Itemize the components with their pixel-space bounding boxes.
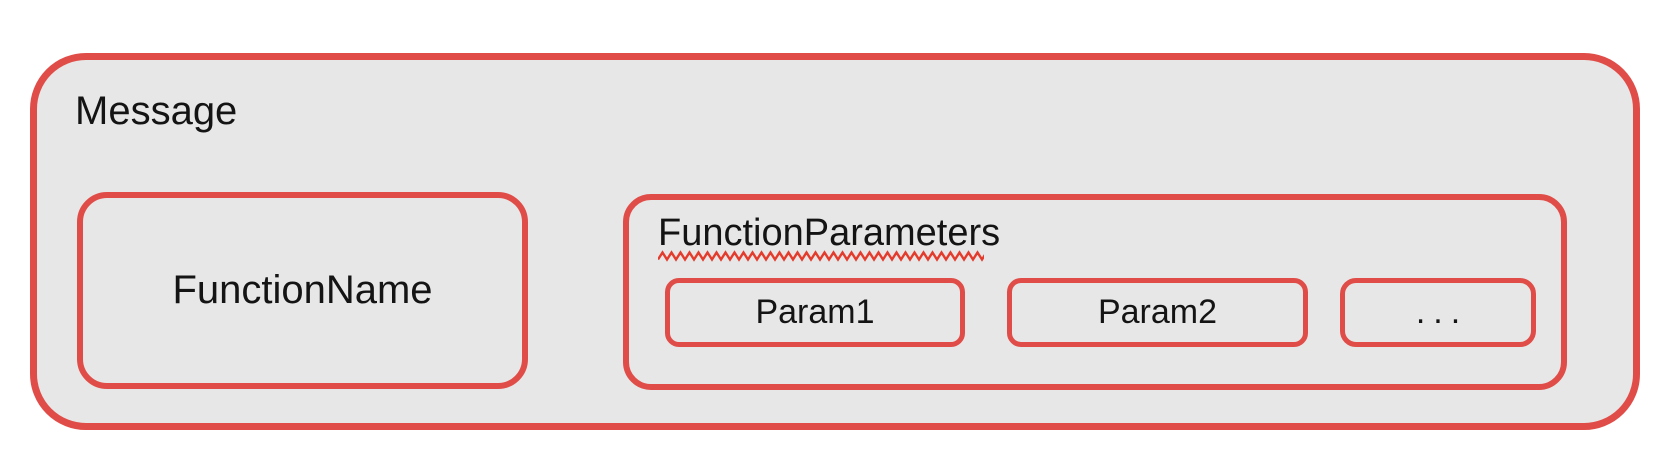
- param-ellipsis-label: ...: [1415, 293, 1469, 331]
- param2-label: Param2: [1097, 293, 1218, 331]
- function-name-label: FunctionName: [172, 268, 433, 312]
- message-label: Message: [75, 89, 238, 133]
- param-ellipsis-box: ...: [1340, 278, 1536, 347]
- function-parameters-label: FunctionParameters: [658, 212, 1001, 254]
- function-name-box: FunctionName: [77, 192, 528, 389]
- message-box: Message FunctionName FunctionParameters …: [30, 53, 1640, 430]
- param2-box: Param2: [1007, 278, 1308, 347]
- param1-label: Param1: [755, 293, 875, 331]
- function-parameters-box: FunctionParameters Param1 Param2 ...: [623, 194, 1567, 390]
- spellcheck-squiggle-icon: [658, 250, 984, 262]
- param1-box: Param1: [665, 278, 965, 347]
